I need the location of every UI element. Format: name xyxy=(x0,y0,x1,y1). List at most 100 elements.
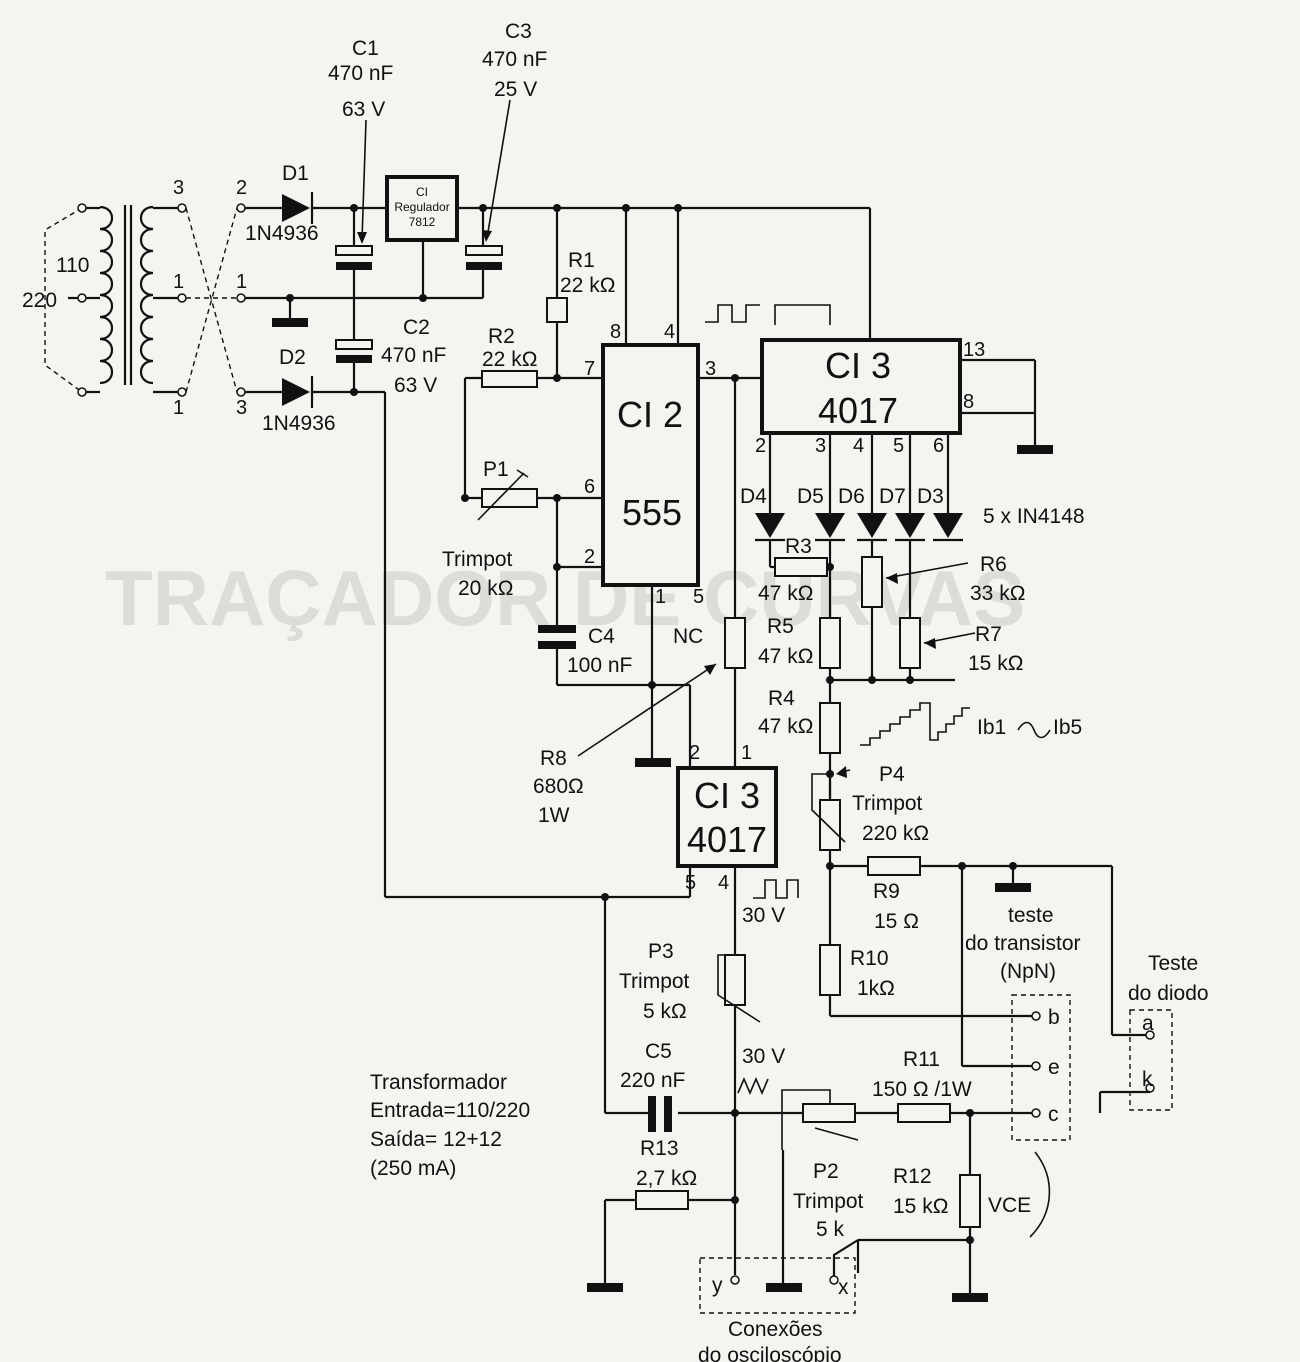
c2-voltage: 63 V xyxy=(394,374,437,397)
resistor-r12 xyxy=(959,1174,981,1228)
r13-value: 2,7 kΩ xyxy=(636,1167,697,1190)
scope-line1: Conexões xyxy=(728,1318,823,1341)
terminal-e[interactable] xyxy=(1031,1061,1041,1071)
diode-test-line2: do diodo xyxy=(1128,982,1209,1005)
r3-value: 47 kΩ xyxy=(758,582,813,605)
transistor-test-line3: (NpN) xyxy=(1000,960,1056,983)
r4-ref: R4 xyxy=(768,687,795,710)
diodes-note: 5 x IN4148 xyxy=(983,505,1085,528)
terminal-b-label: b xyxy=(1048,1006,1060,1029)
r10-ref: R10 xyxy=(850,947,889,970)
resistor-r7 xyxy=(899,617,921,669)
resistor-r9 xyxy=(867,856,921,876)
c3-value: 470 nF xyxy=(482,48,547,71)
c2-ref: C2 xyxy=(403,316,430,339)
trimpot-p1-arrow xyxy=(477,472,525,521)
transformer-line4: (250 mA) xyxy=(370,1157,456,1180)
ic-4017-top-part: 4017 xyxy=(818,390,898,431)
diode-d3: D3 xyxy=(917,485,944,508)
resistor-r11 xyxy=(897,1103,951,1123)
p4-type: Trimpot xyxy=(852,792,923,815)
pin-4017b-1: 1 xyxy=(741,742,752,764)
resistor-r4 xyxy=(819,702,841,754)
scope-y-label: y xyxy=(712,1274,723,1297)
p3-ref: P3 xyxy=(648,940,674,963)
r7-ref: R7 xyxy=(975,623,1002,646)
trafo-pin-1a: 1 xyxy=(173,397,184,419)
pin-4017b-4: 4 xyxy=(718,872,729,894)
pin-555-3: 3 xyxy=(705,358,716,380)
capacitor-c1 xyxy=(335,245,373,270)
trimpot-p4 xyxy=(819,799,841,851)
c1-voltage: 63 V xyxy=(342,98,385,121)
pin-4017t-6: 6 xyxy=(933,435,944,457)
resistor-r3 xyxy=(774,557,828,577)
resistor-r6 xyxy=(861,556,883,608)
pin-555-7: 7 xyxy=(584,358,595,380)
terminal-c-label: c xyxy=(1048,1103,1059,1126)
r12-ref: R12 xyxy=(893,1165,932,1188)
pin-4017t-13: 13 xyxy=(963,339,985,361)
c5-ref: C5 xyxy=(645,1040,672,1063)
resistor-r8 xyxy=(724,617,746,669)
transformer-line3: Saída= 12+12 xyxy=(370,1128,502,1151)
diode-d2 xyxy=(282,376,314,408)
trafo-pin-3a: 3 xyxy=(173,177,184,199)
d2-ref: D2 xyxy=(279,346,306,369)
regulator-7812 xyxy=(385,175,459,242)
ic-555-name: CI 2 xyxy=(617,394,683,435)
terminal-b[interactable] xyxy=(1031,1011,1041,1021)
ic-555-nc: NC xyxy=(673,625,703,648)
terminal-a[interactable] xyxy=(1145,1030,1155,1040)
power-supply-wires xyxy=(245,206,870,899)
ic-555-part: 555 xyxy=(622,492,682,533)
r1-ref: R1 xyxy=(568,249,595,272)
ic-4017-top xyxy=(760,338,962,435)
trafo-pin-2b: 2 xyxy=(236,177,247,199)
pin-555-1: 1 xyxy=(655,586,666,608)
label-220: 220 xyxy=(22,289,57,312)
resistor-r10 xyxy=(819,944,841,996)
trafo-pin-1b: 1 xyxy=(236,271,247,293)
pin-4017t-8: 8 xyxy=(963,391,974,413)
terminal-k-label: k xyxy=(1142,1068,1153,1091)
pin-4017b-5: 5 xyxy=(685,872,696,894)
square-wave-icon xyxy=(705,304,760,323)
p1-value: 20 kΩ xyxy=(458,577,513,600)
capacitor-c3 xyxy=(465,245,503,270)
transistor-test-socket xyxy=(1011,994,1071,1141)
ic-555 xyxy=(601,343,700,587)
diode-d4: D4 xyxy=(740,485,767,508)
r5-value: 47 kΩ xyxy=(758,645,813,668)
r13-ref: R13 xyxy=(640,1137,679,1160)
c5-value: 220 nF xyxy=(620,1069,685,1092)
pin-555-6: 6 xyxy=(584,476,595,498)
staircase-ib1: Ib1 xyxy=(977,716,1006,739)
diode-d7: D7 xyxy=(879,485,906,508)
diode-d1 xyxy=(282,192,314,224)
terminal-a-label: a xyxy=(1142,1012,1154,1035)
scope-x-terminal[interactable] xyxy=(829,1275,839,1285)
pin-4017b-2: 2 xyxy=(689,742,700,764)
p2-type: Trimpot xyxy=(793,1190,864,1213)
pin-555-4: 4 xyxy=(664,321,675,343)
ic-4017-bottom-part: 4017 xyxy=(687,819,767,860)
ic-4017-bottom xyxy=(676,766,778,868)
r6-value: 33 kΩ xyxy=(970,582,1025,605)
r2-ref: R2 xyxy=(488,325,515,348)
pin-4017t-3: 3 xyxy=(815,435,826,457)
pin-4017t-4: 4 xyxy=(853,435,864,457)
wave-30v-top: 30 V xyxy=(742,904,785,927)
r8-value: 680Ω xyxy=(533,775,584,798)
vce-bracket xyxy=(1029,1151,1051,1238)
p1-ref: P1 xyxy=(483,458,509,481)
scope-line2: do osciloscópio xyxy=(698,1344,842,1362)
terminal-c[interactable] xyxy=(1031,1108,1041,1118)
pin-555-2: 2 xyxy=(584,546,595,568)
transformer xyxy=(44,203,246,397)
pin-555-5: 5 xyxy=(693,586,704,608)
sawtooth-icon xyxy=(737,1076,769,1096)
diode-row xyxy=(755,433,963,618)
scope-y-terminal[interactable] xyxy=(730,1275,740,1285)
